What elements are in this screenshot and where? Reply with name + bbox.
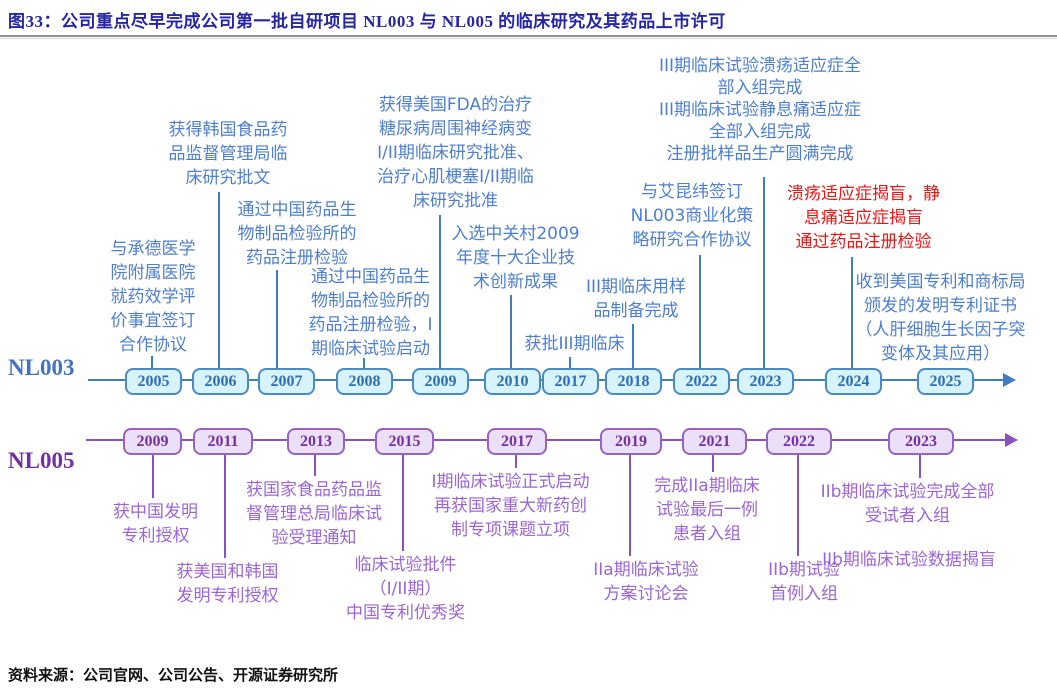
connector-nl003-2018 (632, 324, 634, 368)
nl005-year-2017: 2017 (487, 428, 547, 455)
annotation-nl005-2022: IIb期试验 首例入组 (768, 560, 840, 604)
annotation-nl003-2006: 获得韩国食品药 品监督管理局临 床研究批文 (168, 120, 288, 188)
source-note: 资料来源：公司官网、公司公告、开源证券研究所 (8, 668, 339, 684)
nl003-year-2007: 2007 (258, 368, 315, 395)
connector-nl005-2022 (797, 454, 799, 556)
connector-nl003-2005 (151, 356, 153, 368)
annotation-nl005-2011: 获美国和韩国 发明专利授权 (176, 562, 279, 606)
nl003-axis-arrow-icon (1003, 373, 1016, 387)
annotation-nl003-2018: III期临床用样 品制备完成 (585, 277, 687, 321)
annotation-nl005-2009: 获中国发明 专利授权 (113, 502, 198, 546)
connector-nl003-2017 (569, 357, 571, 368)
nl003-year-2022: 2022 (673, 368, 730, 395)
nl003-year-2009: 2009 (412, 368, 469, 395)
annotation-nl005-2021: 完成IIa期临床 试验最后一例 患者入组 (654, 476, 760, 544)
nl005-year-2021: 2021 (682, 428, 747, 455)
connector-nl003-2024 (851, 257, 853, 368)
connector-nl005-2013 (314, 454, 316, 476)
connector-nl003-2009 (439, 215, 441, 368)
nl005-year-2023: 2023 (888, 428, 954, 455)
connector-nl003-2023 (763, 177, 765, 368)
nl005-label: NL005 (8, 448, 75, 473)
nl005-year-2019: 2019 (600, 428, 662, 455)
annotation-nl003-2024-unblinding: 溃疡适应症揭盲，静 息痛适应症揭盲 通过药品注册检验 (787, 184, 940, 252)
annotation-nl005-2023-enrollment: IIb期临床试验完成全部 受试者入组 (820, 482, 995, 526)
annotation-nl003-2024-patent: 收到美国专利和商标局 颁发的发明专利证书 （人肝细胞生长因子突 变体及其应用） (855, 272, 1026, 364)
connector-nl003-2022 (699, 255, 701, 368)
annotation-nl003-2022: 与艾昆纬签订 NL003商业化策 略研究合作协议 (630, 182, 754, 250)
nl005-year-2015: 2015 (375, 428, 434, 455)
connector-nl003-2006 (218, 192, 220, 368)
connector-nl005-2011 (224, 454, 226, 558)
connector-nl005-2009 (152, 454, 154, 498)
title-divider-shadow (0, 38, 1057, 39)
nl003-year-2010: 2010 (484, 368, 541, 395)
annotation-nl003-2023: III期临床试验溃疡适应症全 部入组完成 III期临床试验静息痛适应症 全部入组… (658, 56, 862, 164)
title-divider (0, 35, 1057, 37)
nl005-year-2022: 2022 (766, 428, 832, 455)
nl003-year-2025: 2025 (917, 368, 974, 395)
annotation-nl003-2017: 获批III期临床 (524, 334, 625, 354)
nl003-label: NL003 (8, 355, 75, 380)
connector-nl005-2017 (515, 454, 517, 468)
nl005-year-2009: 2009 (123, 428, 182, 455)
annotation-nl003-2009: 获得美国FDA的治疗 糖尿病周围神经病变 I/II期临床研究批准、 治疗心肌梗塞… (377, 95, 534, 211)
connector-nl003-2010 (510, 295, 512, 368)
nl003-year-2008: 2008 (336, 368, 393, 395)
connector-nl003-2008 (363, 358, 365, 368)
nl003-year-2006: 2006 (192, 368, 249, 395)
annotation-nl005-2023-unblinding: IIb期临床试验数据揭盲 (822, 550, 996, 570)
connector-nl003-2007 (276, 270, 278, 368)
figure-title: 图33：公司重点尽早完成公司第一批自研项目 NL003 与 NL005 的临床研… (8, 12, 726, 31)
annotation-nl003-2007: 通过中国药品生 物制品检验所的 药品注册检验 (237, 200, 357, 268)
annotation-nl005-2015: 临床试验批件 （I/II期） 中国专利优秀奖 (346, 555, 465, 623)
annotation-nl005-2013: 获国家食品药品监 督管理总局临床试 验受理通知 (246, 480, 382, 548)
nl003-year-2017: 2017 (542, 368, 599, 395)
nl005-axis-arrow-icon (1005, 433, 1018, 447)
annotation-nl005-2019: IIa期临床试验 方案讨论会 (593, 560, 699, 604)
annotation-nl003-2008: 通过中国药品生 物制品检验所的 药品注册检验，I 期临床试验启动 (308, 267, 433, 359)
connector-nl005-2023 (919, 454, 921, 478)
annotation-nl003-2005: 与承德医学 院附属医院 就药效学评 价事宜签订 合作协议 (110, 239, 196, 355)
nl003-year-2023: 2023 (737, 368, 794, 395)
annotation-nl005-2017: I期临床试验正式启动 再获国家重大新药创 制专项课题立项 (431, 472, 590, 540)
nl003-year-2005: 2005 (125, 368, 182, 395)
nl003-year-2024: 2024 (825, 368, 882, 395)
annotation-nl003-2010: 入选中关村2009 年度十大企业技 术创新成果 (451, 224, 580, 292)
nl003-year-2018: 2018 (605, 368, 662, 395)
connector-nl005-2021 (712, 454, 714, 472)
nl005-year-2011: 2011 (193, 428, 253, 455)
connector-nl005-2015 (402, 454, 404, 551)
connector-nl005-2019 (629, 454, 631, 556)
nl005-year-2013: 2013 (287, 428, 345, 455)
